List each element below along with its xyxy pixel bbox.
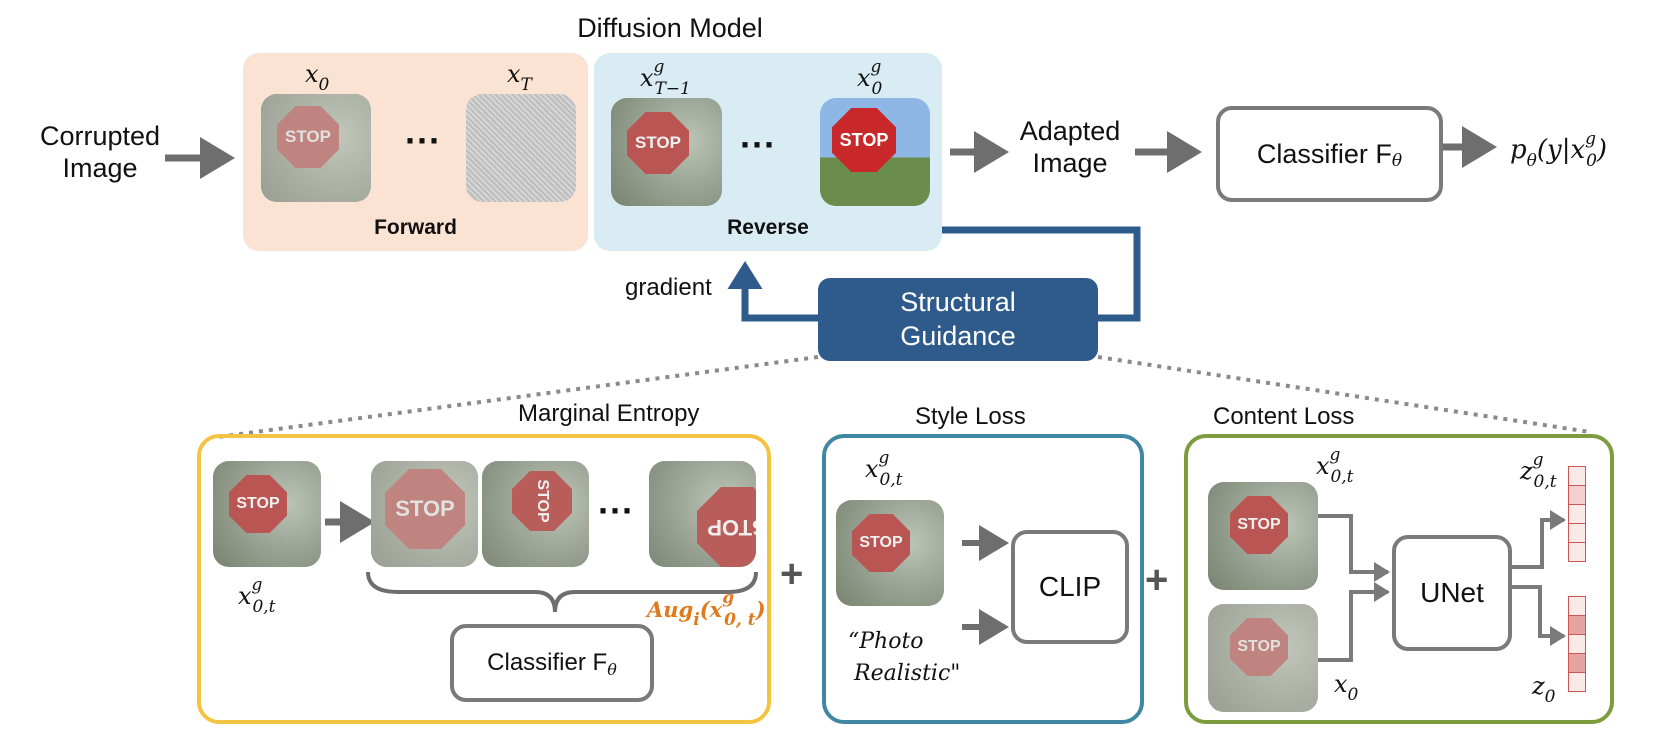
- marginal-x-label: xg0,t: [238, 575, 276, 617]
- fog-overlay: [649, 461, 756, 567]
- content-loss-box: [1184, 434, 1614, 724]
- z0-label: z0: [1532, 672, 1556, 707]
- adapted-line-2: Image: [1032, 148, 1108, 179]
- aug-label: Augi(xg0, t): [647, 588, 766, 630]
- gradient-arrow: [727, 261, 820, 322]
- classifier-bottom-sub: θ: [607, 659, 617, 679]
- aug-dots: ···: [598, 490, 634, 531]
- feature-cell: [1568, 673, 1586, 692]
- feature-cell: [1568, 654, 1586, 673]
- gradient-label: gradient: [625, 274, 712, 301]
- classifier-top-sub: θ: [1391, 151, 1403, 171]
- corrupted-image-label: Corrupted Image: [20, 120, 180, 185]
- forward-image-xT: [466, 94, 576, 202]
- stop-sign: STOP: [852, 514, 910, 572]
- fog-overlay: [836, 500, 944, 606]
- diffusion-model-title: Diffusion Model: [577, 13, 763, 43]
- x0-label: x0: [305, 60, 330, 95]
- feature-cell: [1568, 505, 1586, 524]
- forward-label: Forward: [374, 216, 457, 239]
- aug-image-n: STOP: [649, 461, 756, 567]
- classifier-bottom-text: Classifier F: [487, 649, 608, 676]
- adapted-line-1: Adapted: [1019, 116, 1121, 146]
- marginal-entropy-box: [197, 434, 771, 724]
- fog-overlay: [1208, 482, 1318, 590]
- fog-overlay: [371, 461, 478, 567]
- stop-sign: STOP: [229, 475, 287, 533]
- arrow-xg-to-unet: [1318, 514, 1390, 582]
- unet-label: UNet: [1420, 577, 1484, 608]
- zoom-line-right: [1097, 355, 1591, 434]
- stop-sign: STOP: [832, 108, 896, 172]
- reverse-dots: ···: [740, 124, 776, 165]
- xT1g-label: xgT−1: [640, 57, 691, 99]
- style-loss-box: [822, 434, 1144, 724]
- arrow-unet-to-z0: [1508, 585, 1566, 646]
- fog-overlay: [482, 461, 589, 567]
- arrow-unet-to-zg: [1508, 510, 1566, 569]
- x0g-label: xg0: [857, 57, 883, 99]
- unet-box: UNet: [1392, 535, 1512, 651]
- content-input-image: STOP: [1208, 482, 1318, 590]
- prompt-line-1: “Photo: [848, 629, 924, 654]
- reverse-label: Reverse: [727, 216, 809, 239]
- content-loss-title: Content Loss: [1213, 403, 1355, 430]
- feature-cell: [1568, 466, 1586, 486]
- arrow-x0-to-unet: [1318, 582, 1390, 662]
- style-loss-title: Style Loss: [915, 403, 1026, 430]
- marginal-entropy-title: Marginal Entropy: [518, 400, 700, 427]
- aug-image-2: STOP: [482, 461, 589, 567]
- fog-overlay: [261, 94, 371, 202]
- structural-guidance-box: Structural Guidance: [818, 278, 1098, 361]
- guidance-feedback-line: [940, 226, 1141, 322]
- prompt-line-2: Realistic": [854, 660, 961, 686]
- fog-overlay: [1208, 604, 1318, 712]
- classifier-top-text: Classifier F: [1256, 138, 1392, 169]
- guidance-line-2: Guidance: [900, 320, 1016, 351]
- corrupted-line-2: Image: [62, 153, 138, 184]
- aug-brace: [366, 571, 758, 613]
- feature-cell: [1568, 596, 1586, 616]
- zoom-line-left: [217, 355, 819, 439]
- style-input-image: STOP: [836, 500, 944, 606]
- plus-sign-1: +: [780, 552, 804, 596]
- feature-cell: [1568, 486, 1586, 505]
- aug-image-1: STOP: [371, 461, 478, 567]
- stop-sign: STOP: [1230, 496, 1288, 554]
- reverse-image-xT1: STOP: [611, 98, 722, 206]
- zg-label: zg0,t: [1520, 450, 1557, 492]
- stop-sign: STOP: [627, 112, 689, 174]
- forward-dots: ···: [405, 120, 441, 161]
- forward-image-x0: STOP: [261, 94, 371, 202]
- feature-cell: [1568, 543, 1586, 562]
- feature-cell: [1568, 616, 1586, 635]
- feature-cell: [1568, 524, 1586, 543]
- feature-vector-zg: [1568, 466, 1586, 562]
- content-x0-label: x0: [1334, 670, 1359, 705]
- reverse-image-x0g: STOP: [820, 98, 930, 206]
- fog-overlay: [611, 98, 722, 206]
- feature-vector-z0: [1568, 596, 1586, 692]
- output-probability: pθ(y|xg0): [1510, 129, 1608, 171]
- content-x0-image: STOP: [1208, 604, 1318, 712]
- clip-box: CLIP: [1011, 530, 1129, 644]
- feature-cell: [1568, 635, 1586, 654]
- style-x-label: xg0,t: [865, 448, 903, 490]
- marginal-input-image: STOP: [213, 461, 321, 567]
- plus-sign-2: +: [1145, 558, 1169, 602]
- content-x-label: xg0,t: [1316, 445, 1354, 487]
- style-prompt: “Photo Realistic": [848, 626, 960, 690]
- fog-overlay: [213, 461, 321, 567]
- corrupted-line-1: Corrupted: [39, 121, 161, 151]
- guidance-line-1: Structural: [900, 286, 1016, 317]
- clip-label: CLIP: [1038, 571, 1102, 602]
- adapted-image-label: Adapted Image: [995, 115, 1145, 180]
- xT-label: xT: [507, 60, 532, 95]
